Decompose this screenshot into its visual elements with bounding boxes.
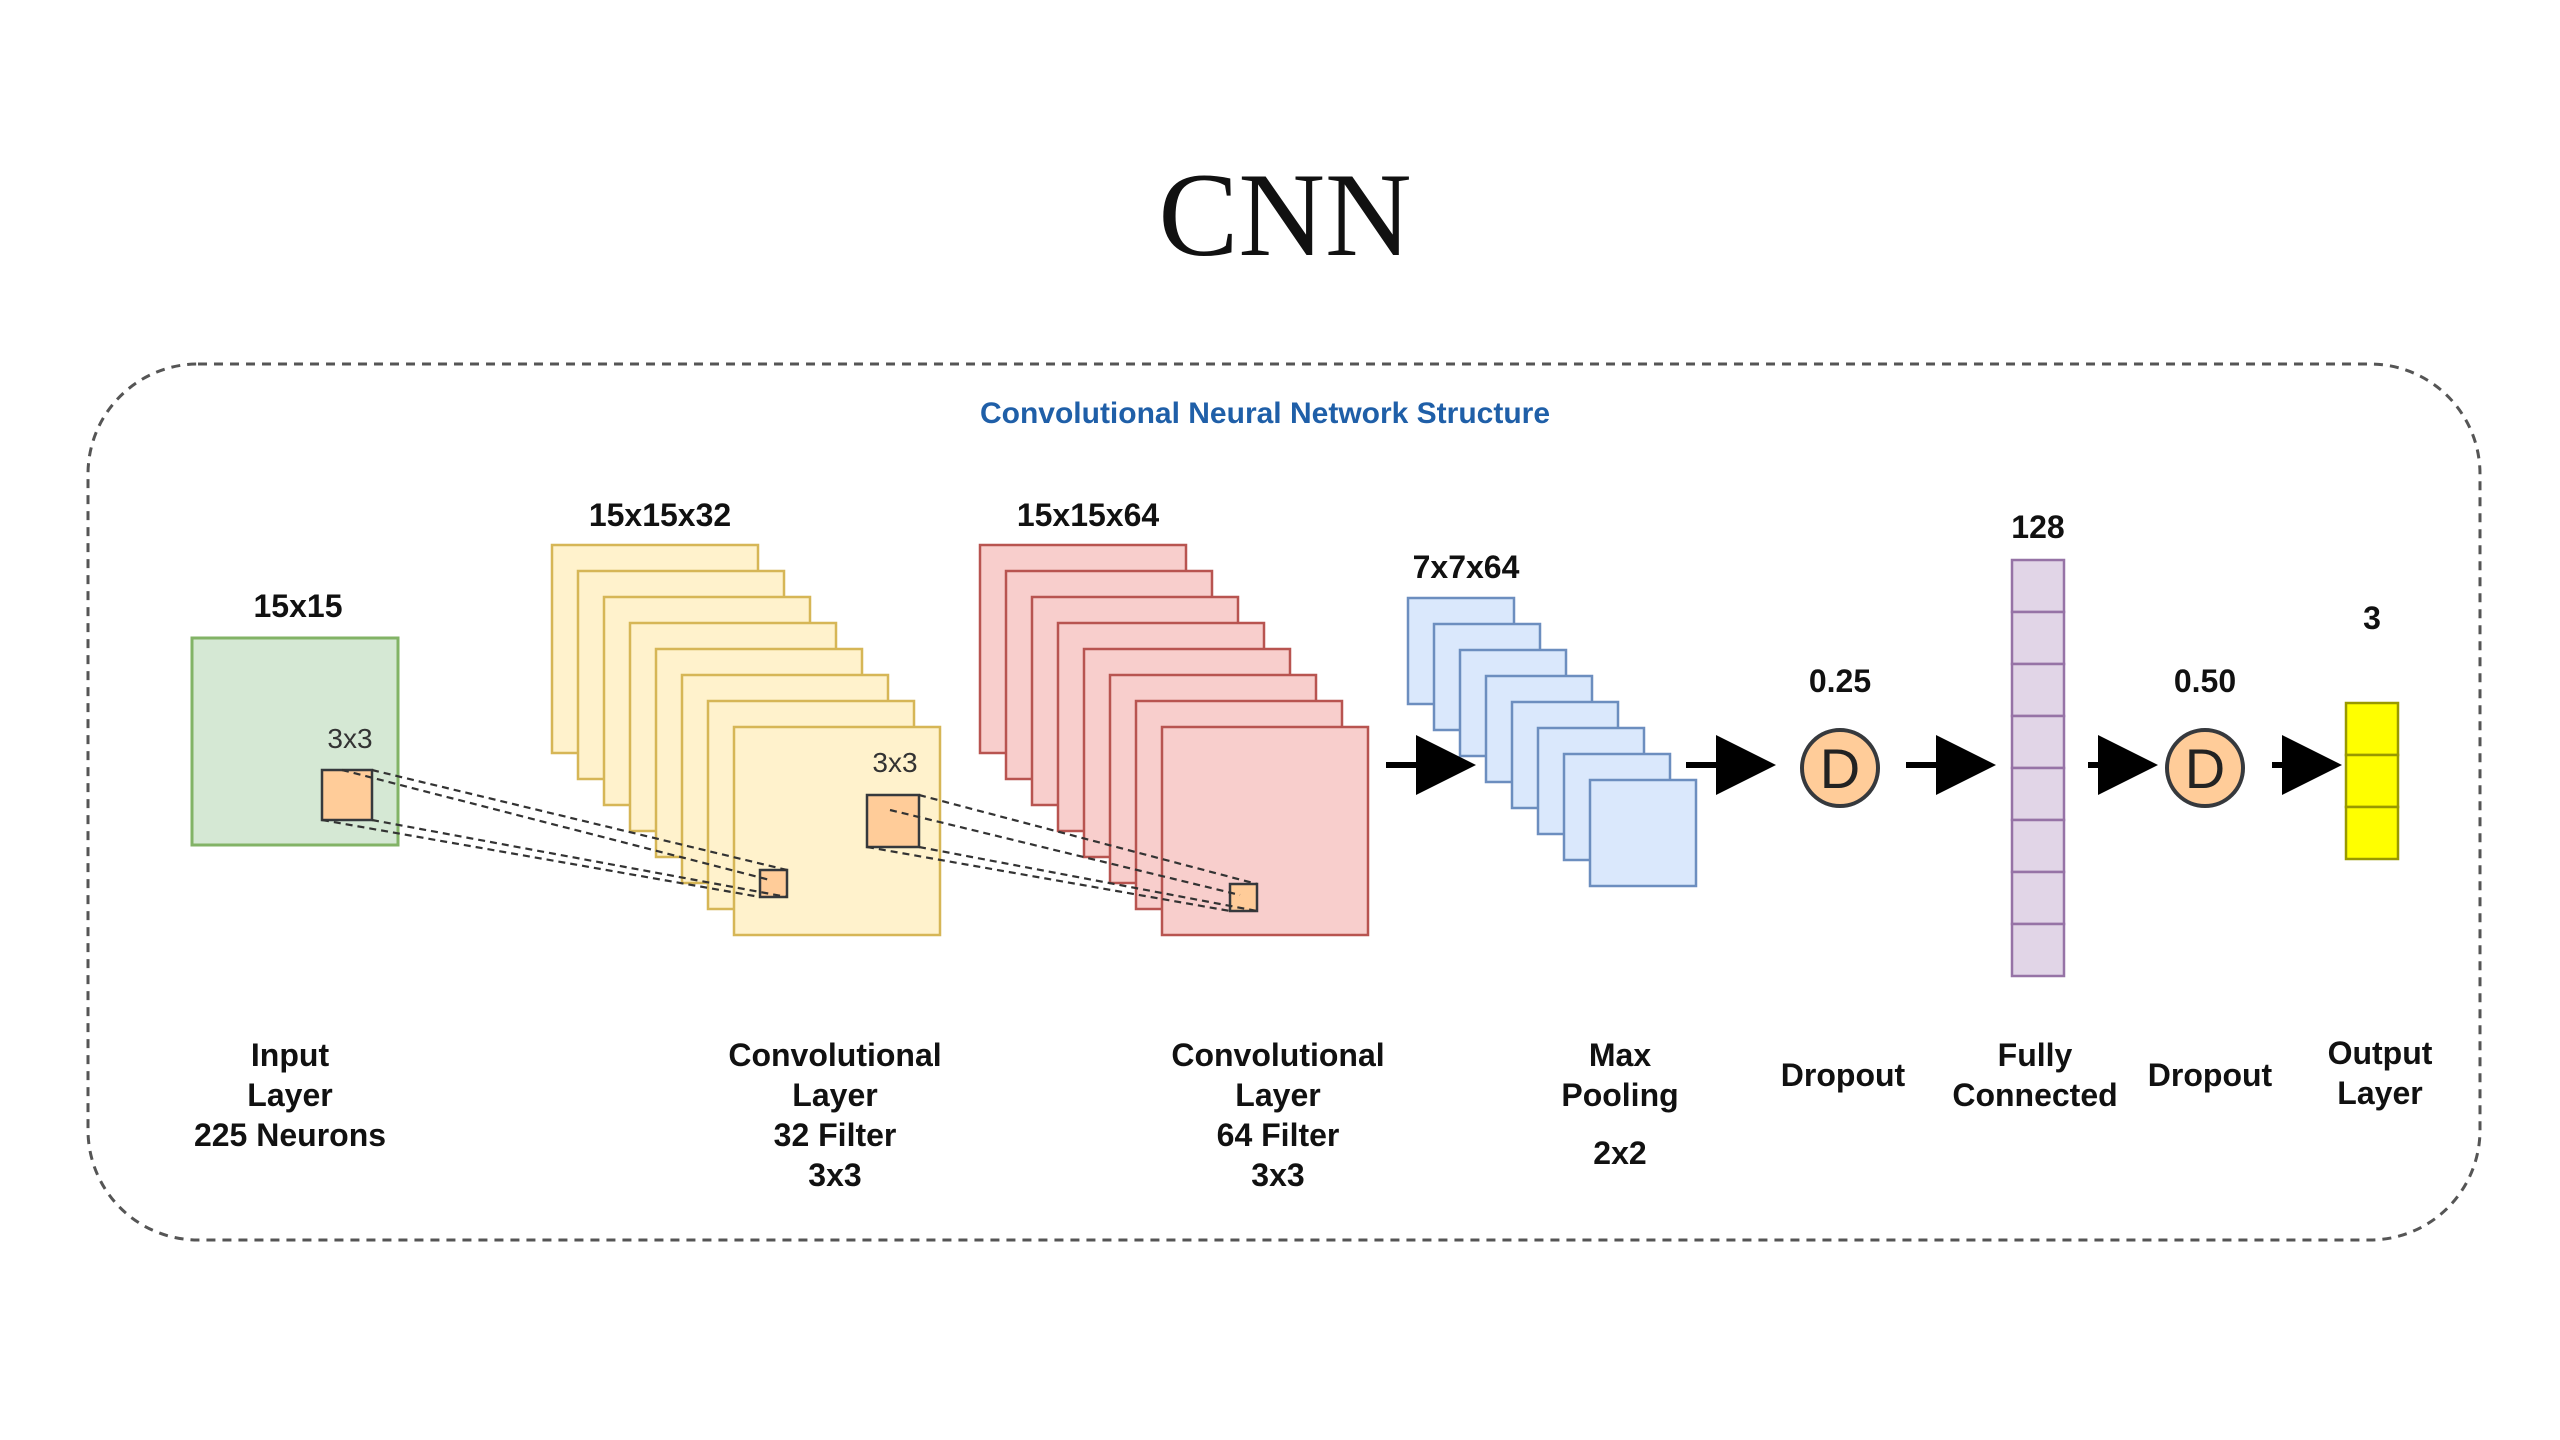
conv1-caption-line: 3x3 bbox=[808, 1157, 861, 1193]
conv1-feature-maps bbox=[550, 543, 942, 937]
input-caption-line: Layer bbox=[247, 1077, 332, 1113]
output-layer: 3 bbox=[2344, 600, 2400, 861]
feature-map bbox=[1588, 778, 1698, 888]
pool-feature-maps bbox=[1406, 596, 1698, 888]
conv1-kernel bbox=[865, 793, 921, 849]
fc-caption-line: Connected bbox=[1952, 1077, 2117, 1113]
conv2-feature-maps bbox=[978, 543, 1370, 937]
output-neuron bbox=[2344, 753, 2400, 809]
conv1-caption-line: Layer bbox=[792, 1077, 877, 1113]
dropout2-caption-line: Dropout bbox=[2148, 1057, 2273, 1093]
output-neuron-column bbox=[2344, 701, 2400, 861]
fc-neuron bbox=[2010, 766, 2066, 822]
pool-caption-sub: 2x2 bbox=[1593, 1135, 1646, 1171]
input-caption-line: Input bbox=[251, 1037, 330, 1073]
fc-caption-line: Fully bbox=[1998, 1037, 2073, 1073]
fc-size-label: 128 bbox=[2011, 509, 2064, 545]
dropout2-rate-label: 0.50 bbox=[2174, 663, 2236, 699]
conv2-caption-line: Convolutional bbox=[1171, 1037, 1384, 1073]
fc-neuron bbox=[2010, 662, 2066, 718]
diagram-subtitle: Convolutional Neural Network Structure bbox=[980, 397, 1550, 430]
dropout-circle-icon bbox=[1800, 728, 1880, 808]
fc-neuron-column bbox=[2010, 558, 2066, 978]
conv2-caption-line: 64 Filter bbox=[1217, 1117, 1340, 1153]
output-size-label: 3 bbox=[2363, 600, 2381, 636]
output-neuron bbox=[2344, 701, 2400, 757]
fc-neuron bbox=[2010, 610, 2066, 666]
conv1-kernel-label: 3x3 bbox=[872, 747, 917, 778]
dropout1-caption-line: Dropout bbox=[1781, 1057, 1906, 1093]
fc-neuron bbox=[2010, 558, 2066, 614]
fc-neuron bbox=[2010, 870, 2066, 926]
output-caption-line: Layer bbox=[2337, 1075, 2422, 1111]
page-title: CNN bbox=[1158, 148, 1411, 281]
pool-size-label: 7x7x64 bbox=[1413, 549, 1520, 585]
fc-neuron bbox=[2010, 922, 2066, 978]
conv2-size-label: 15x15x64 bbox=[1017, 497, 1160, 533]
output-neuron bbox=[2344, 805, 2400, 861]
conv1-size-label: 15x15x32 bbox=[589, 497, 731, 533]
projection-lines bbox=[321, 768, 1258, 913]
conv2-caption-line: Layer bbox=[1235, 1077, 1320, 1113]
dropout1-rate-label: 0.25 bbox=[1809, 663, 1871, 699]
dropout-circle-icon bbox=[2165, 728, 2245, 808]
fully-connected-layer: 128 bbox=[2010, 509, 2066, 978]
dropout2-letter: D bbox=[2185, 737, 2225, 800]
conv1-caption-line: 32 Filter bbox=[774, 1117, 897, 1153]
input-layer: 15x15 3x3 bbox=[190, 588, 400, 847]
pool-caption-line: Pooling bbox=[1561, 1077, 1678, 1113]
input-kernel-label: 3x3 bbox=[327, 723, 372, 754]
input-size-label: 15x15 bbox=[254, 588, 343, 624]
conv1-caption-line: Convolutional bbox=[728, 1037, 941, 1073]
fc-neuron bbox=[2010, 818, 2066, 874]
conv2-caption-line: 3x3 bbox=[1251, 1157, 1304, 1193]
dropout-1: 0.25 D bbox=[1800, 663, 1880, 808]
pool-caption-line: Max bbox=[1589, 1037, 1651, 1073]
fc-neuron bbox=[2010, 714, 2066, 770]
input-caption-line: 225 Neurons bbox=[194, 1117, 386, 1153]
dropout-2: 0.50 D bbox=[2165, 663, 2245, 808]
dropout1-letter: D bbox=[1820, 737, 1860, 800]
input-kernel bbox=[320, 768, 374, 822]
conv2-target-cell bbox=[1228, 882, 1259, 913]
diagram-frame bbox=[86, 362, 2482, 1242]
output-caption-line: Output bbox=[2328, 1035, 2433, 1071]
